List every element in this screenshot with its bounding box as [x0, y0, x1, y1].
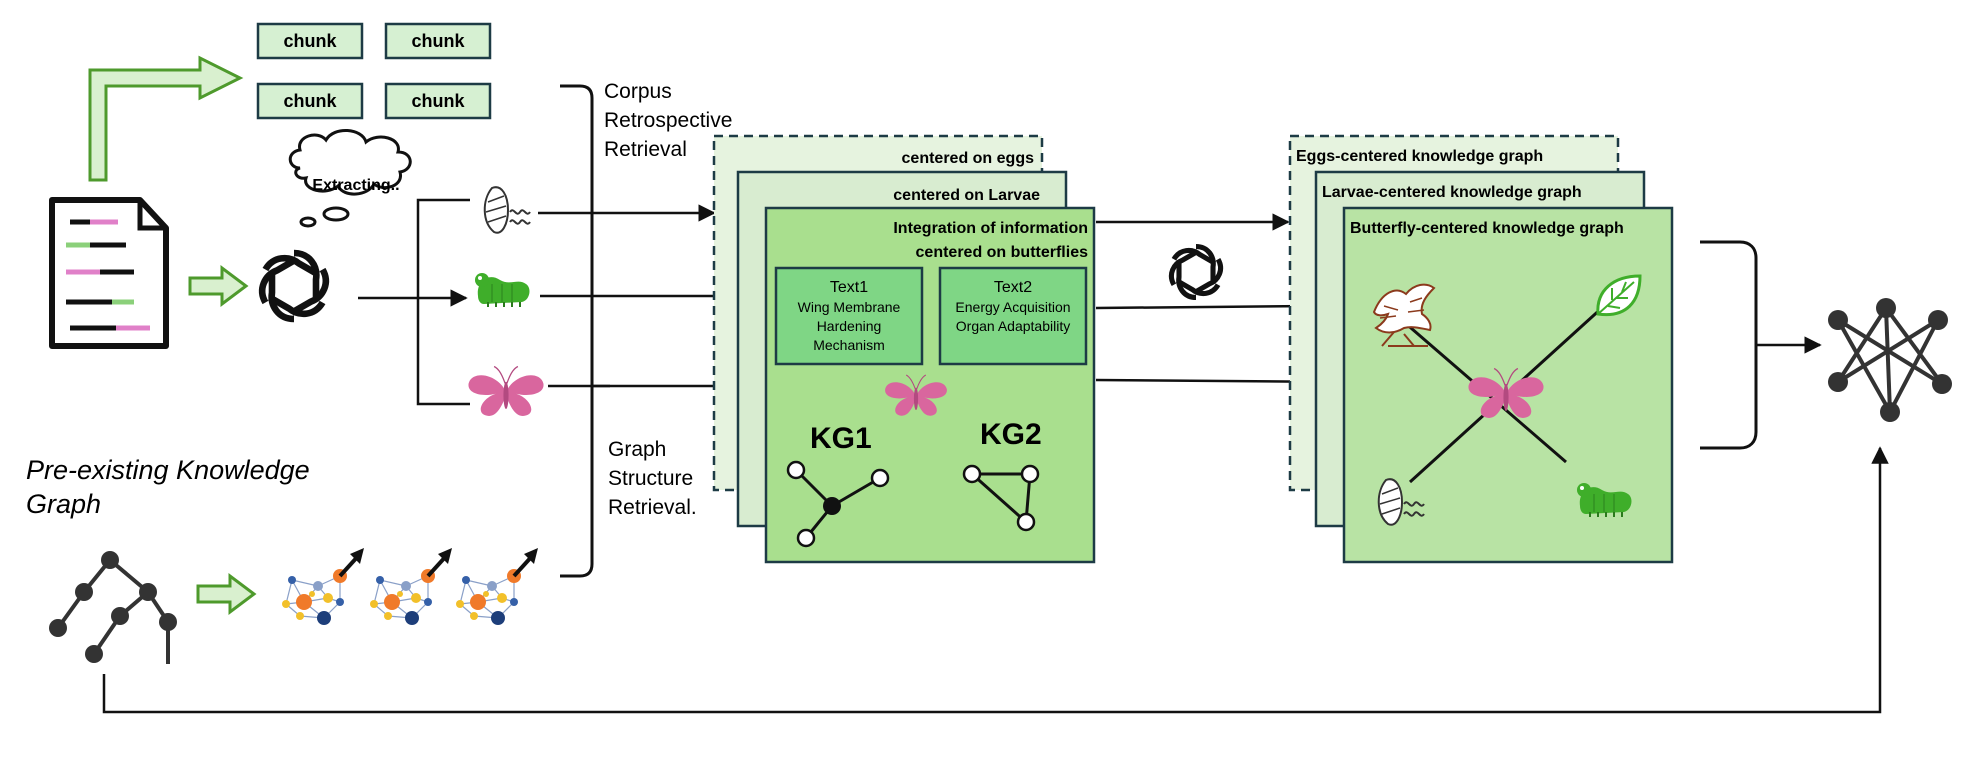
graph-label-line: Retrieval.	[608, 496, 697, 519]
chunk-box: chunk	[384, 82, 492, 120]
text2-box: Text2 Energy Acquisition Organ Adaptabil…	[938, 266, 1088, 366]
panel-title-line: centered on butterflies	[916, 244, 1089, 261]
larva-icon	[474, 272, 531, 308]
info-panel-butterfly: Integration of information centered on b…	[764, 206, 1096, 564]
preexisting-label-line2: Graph	[26, 489, 101, 519]
chunk-label: chunk	[283, 91, 337, 111]
openai-logo-icon	[254, 250, 333, 322]
chunk-grid: chunk chunk chunk chunk	[256, 22, 492, 120]
panel-title: Larvae-centered knowledge graph	[1322, 184, 1582, 201]
thought-cloud: Extracting..	[288, 129, 412, 228]
text2-title: Text2	[994, 279, 1032, 296]
bottom-feedback-arrow	[102, 446, 1889, 714]
text1-line: Mechanism	[813, 337, 885, 353]
graph-label-line: Structure	[608, 467, 693, 490]
panel-title: centered on Larvae	[893, 187, 1040, 204]
panel-title: Butterfly-centered knowledge graph	[1350, 220, 1624, 237]
chunk-label: chunk	[411, 91, 465, 111]
kg2-graph	[962, 464, 1040, 532]
document-icon	[49, 197, 169, 349]
chunk-box: chunk	[384, 22, 492, 60]
panel-title-line: Integration of information	[893, 220, 1088, 237]
text1-box: Text1 Wing Membrane Hardening Mechanism	[774, 266, 924, 366]
network-graph-icon	[368, 546, 454, 627]
kg-panel-butterfly: Butterfly-centered knowledge graph	[1342, 206, 1674, 564]
text1-title: Text1	[830, 279, 868, 296]
chunk-label: chunk	[283, 31, 337, 51]
kg2-label: KG2	[980, 418, 1042, 451]
corpus-label-line: Retrospective	[604, 109, 732, 132]
preexisting-label-line1: Pre-existing Knowledge	[26, 455, 310, 485]
hollow-arrow-kg	[196, 573, 257, 615]
graph-label-line: Graph	[608, 438, 666, 461]
chunking-arrow	[88, 55, 244, 182]
merged-graph-icon	[1828, 298, 1952, 422]
leaf-icon	[1596, 274, 1642, 317]
kg1-graph	[786, 460, 890, 548]
panel-title: Eggs-centered knowledge graph	[1296, 148, 1543, 165]
tree-graph-icon	[49, 551, 177, 664]
merge-bracket	[1700, 240, 1758, 450]
arrow-to-larvae-kg	[1095, 297, 1314, 315]
cocoon-icon	[483, 186, 531, 234]
text2-line: Organ Adaptability	[956, 318, 1070, 334]
butterfly-icon	[467, 365, 545, 417]
extracting-label: Extracting..	[312, 177, 399, 194]
text1-line: Hardening	[817, 318, 882, 334]
corpus-label-line: Retrieval	[604, 138, 687, 161]
hollow-arrow	[188, 265, 249, 307]
retrieval-bracket	[560, 84, 594, 578]
chunk-box: chunk	[256, 82, 364, 120]
text2-line: Energy Acquisition	[955, 299, 1070, 315]
text1-line: Wing Membrane	[798, 299, 901, 315]
network-graph-icon	[454, 546, 540, 627]
network-graph-icon	[280, 546, 366, 627]
openai-logo-icon	[1165, 244, 1226, 299]
kg1-label: KG1	[810, 422, 872, 455]
corpus-label-line: Corpus	[604, 80, 672, 103]
bird-icon	[1372, 283, 1436, 347]
chunk-box: chunk	[256, 22, 364, 60]
panel-title: centered on eggs	[902, 150, 1035, 167]
chunk-label: chunk	[411, 31, 465, 51]
extraction-bracket	[416, 198, 470, 406]
